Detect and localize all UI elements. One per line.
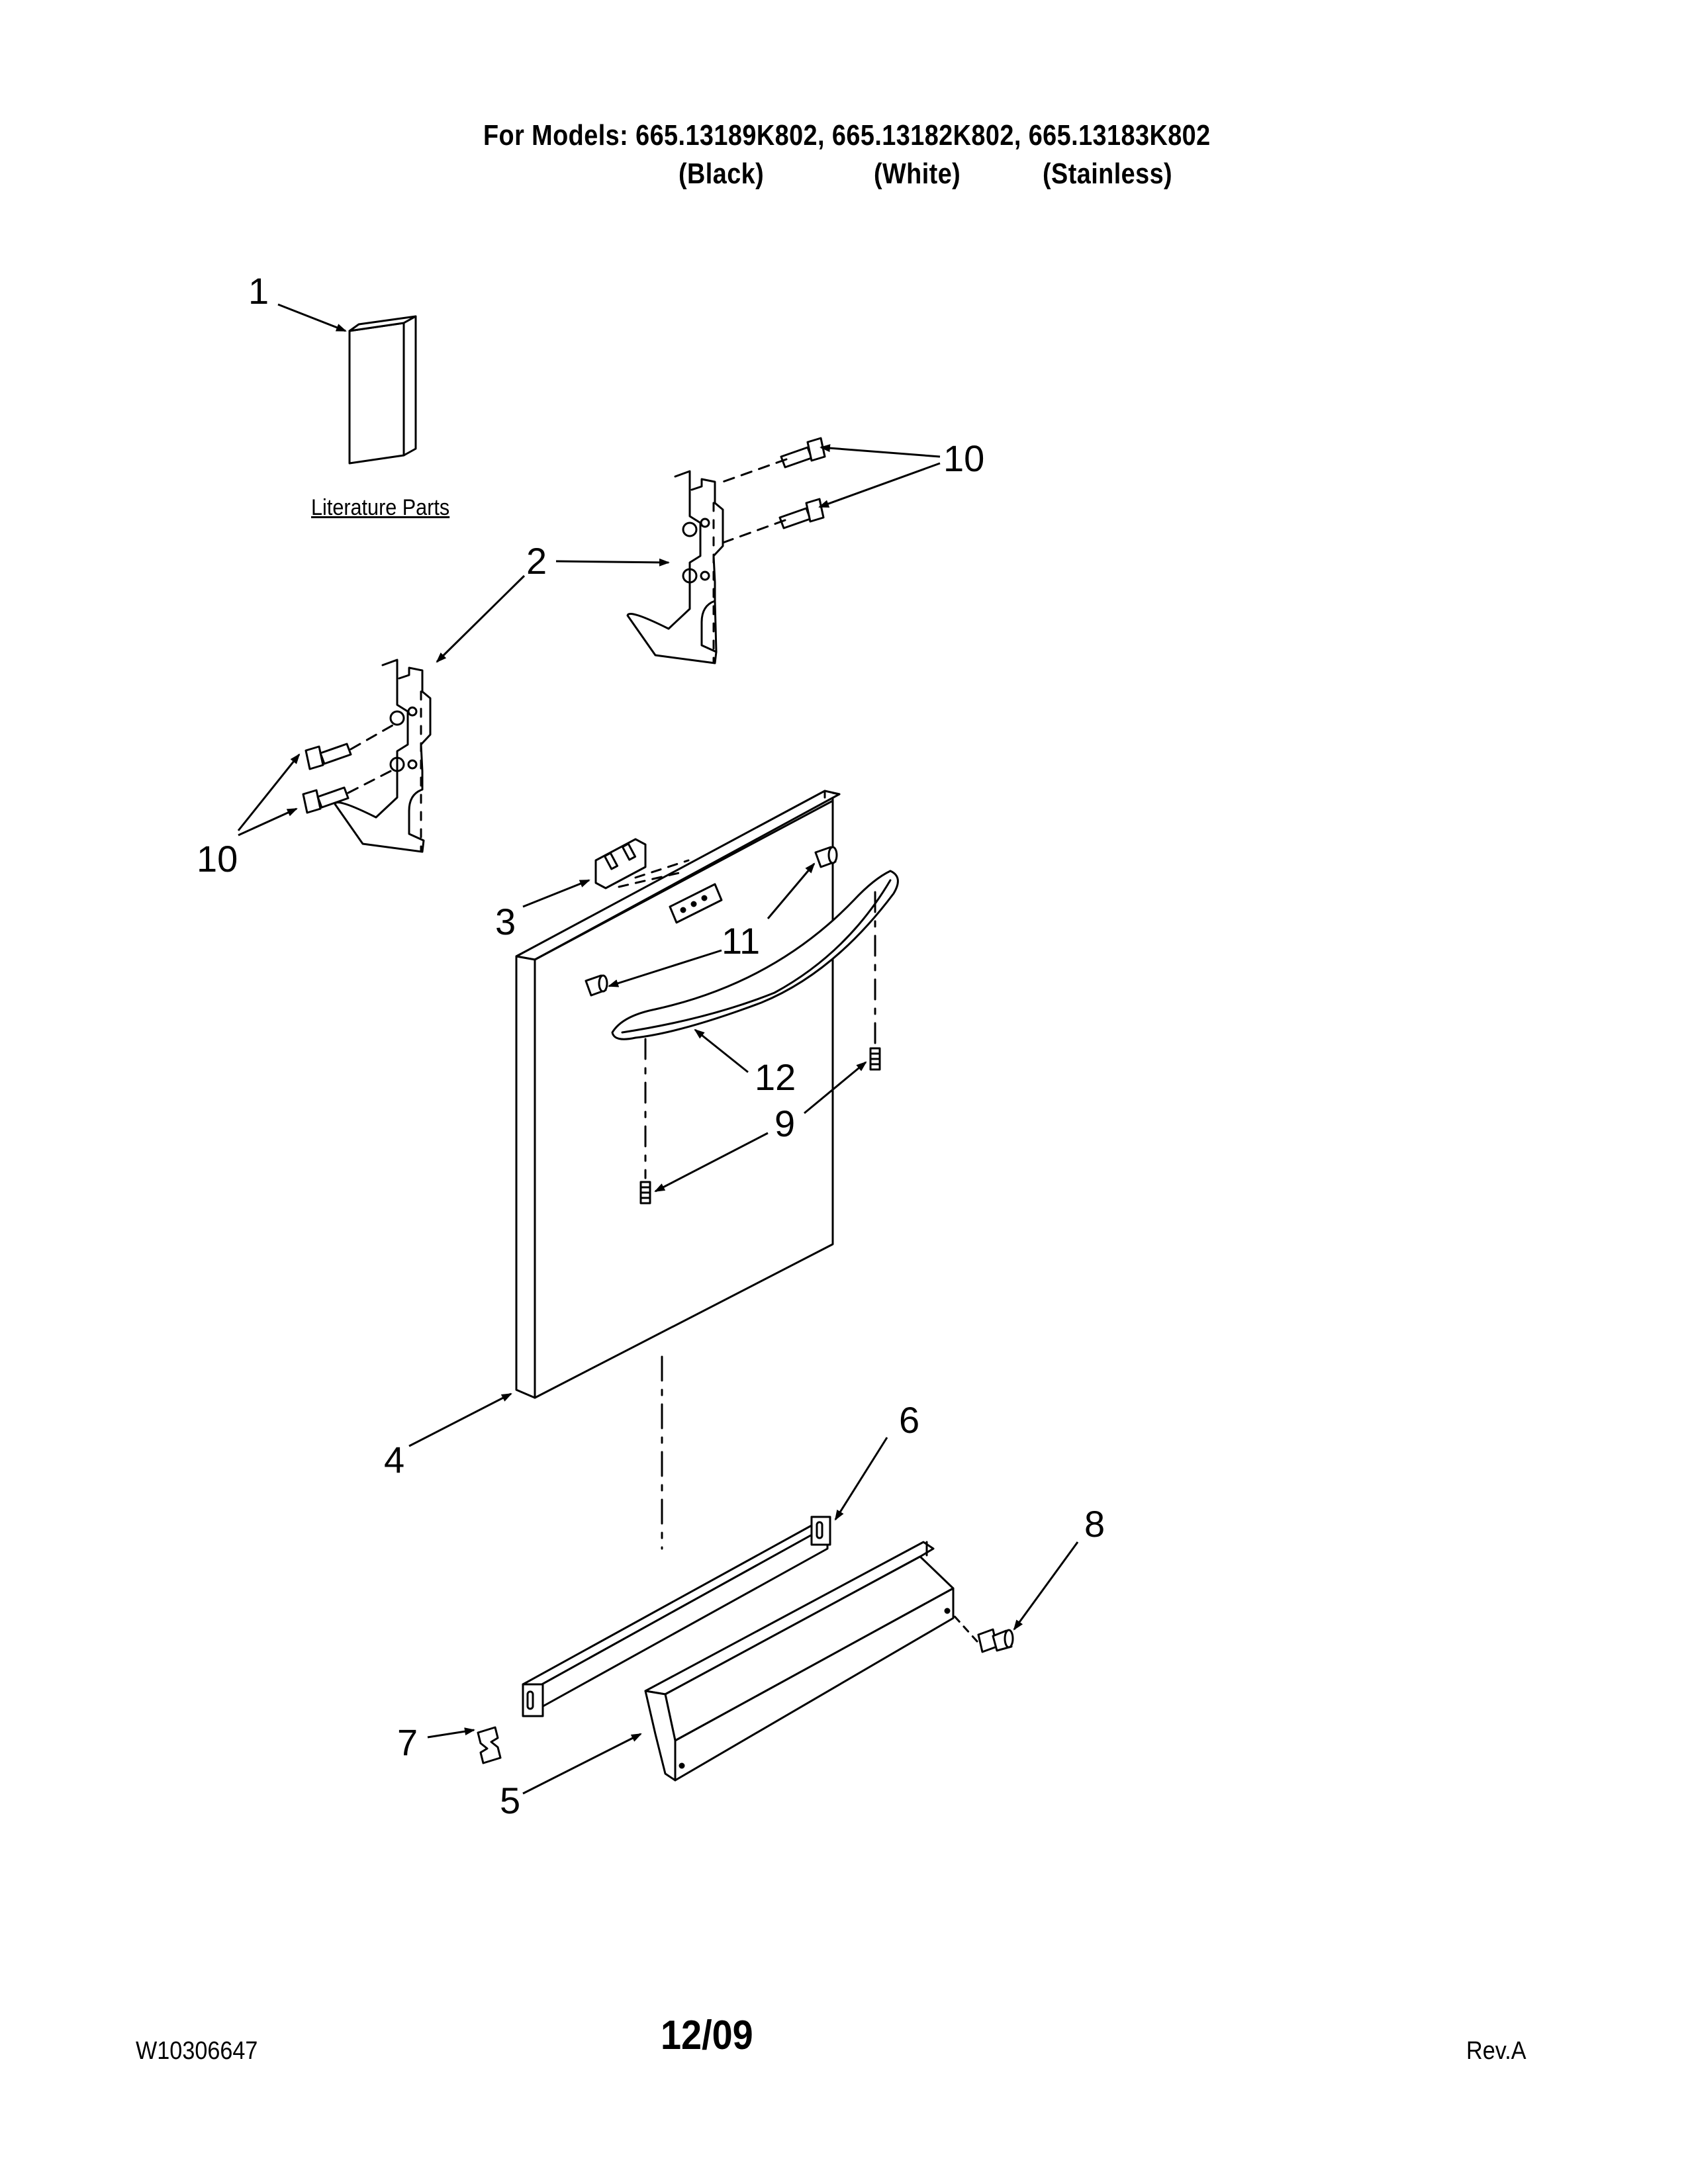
screw-upper-1 — [723, 438, 825, 482]
callout-7: 7 — [397, 1721, 418, 1763]
screw-lower-1 — [306, 723, 397, 769]
callout-2: 2 — [526, 540, 547, 582]
handle-stud-right — [816, 847, 837, 867]
revision-label: Rev.A — [1466, 2037, 1526, 2065]
callout-8: 8 — [1084, 1503, 1105, 1545]
callout-5: 5 — [500, 1780, 521, 1821]
toe-panel — [645, 1542, 953, 1780]
callout-11: 11 — [722, 920, 761, 962]
set-screw-left — [641, 1182, 650, 1203]
variant-stainless: (Stainless) — [1043, 158, 1173, 190]
literature-booklet — [350, 316, 416, 463]
mounting-bracket-right — [628, 471, 723, 663]
callout-9: 9 — [774, 1103, 796, 1144]
callout-10-lower: 10 — [197, 838, 238, 880]
leader-2b — [436, 576, 524, 663]
models-line: For Models: 665.13189K802, 665.13182K802… — [483, 119, 1211, 152]
set-screw-right — [870, 1048, 880, 1069]
callout-3: 3 — [495, 901, 516, 942]
leader-2a — [556, 558, 670, 567]
hinge — [596, 839, 722, 923]
leader-9b — [654, 1133, 768, 1191]
leader-6 — [835, 1437, 887, 1521]
leader-1 — [278, 304, 347, 331]
leader-3 — [523, 880, 590, 907]
leader-10b-2 — [238, 809, 298, 835]
door-panel — [516, 791, 839, 1398]
leader-10a-1 — [820, 444, 940, 457]
callout-6: 6 — [899, 1399, 920, 1441]
leader-11a — [768, 862, 816, 919]
callout-12: 12 — [755, 1056, 796, 1098]
variant-white: (White) — [874, 158, 961, 190]
door-handle — [612, 871, 898, 1178]
mounting-bracket-left — [335, 660, 430, 852]
callout-4: 4 — [384, 1439, 405, 1480]
handle-stud-left — [586, 976, 607, 995]
panel-clip — [478, 1727, 500, 1763]
leader-5 — [523, 1734, 642, 1794]
leader-10b-1 — [238, 753, 301, 831]
toe-panel-strip — [523, 1517, 830, 1716]
leader-12 — [694, 1028, 748, 1072]
revision-date: 12/09 — [661, 2013, 753, 2058]
leader-11b — [608, 950, 722, 987]
variant-black: (Black) — [679, 158, 765, 190]
leader-4 — [409, 1394, 512, 1446]
leader-7 — [428, 1727, 475, 1737]
callout-1: 1 — [248, 270, 269, 312]
callout-10-upper: 10 — [943, 437, 985, 479]
literature-label: Literature Parts — [311, 495, 450, 520]
leader-10a-2 — [818, 463, 940, 507]
toe-panel-screw — [953, 1615, 1013, 1652]
leader-9a — [804, 1061, 867, 1113]
document-number: W10306647 — [136, 2037, 258, 2065]
screw-upper-2 — [723, 499, 823, 543]
screw-lower-2 — [303, 768, 397, 813]
leader-8 — [1014, 1542, 1078, 1631]
